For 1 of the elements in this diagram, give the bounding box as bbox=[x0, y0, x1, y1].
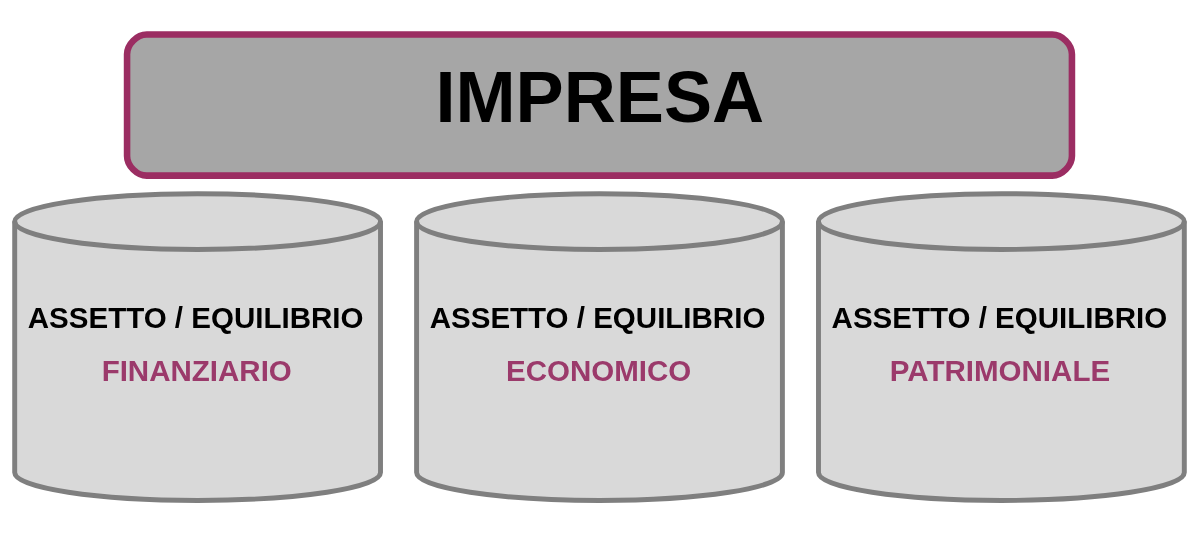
node-box: IMPRESA bbox=[123, 30, 1076, 179]
